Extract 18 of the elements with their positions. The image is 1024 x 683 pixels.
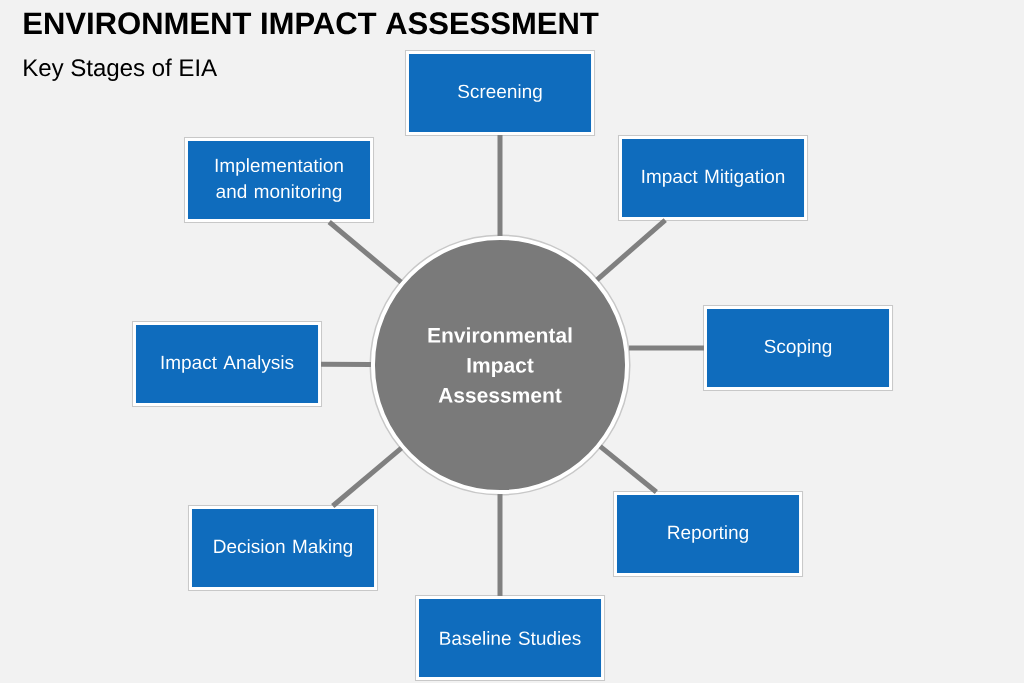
subtitle: Key Stages of EIA xyxy=(24,58,218,81)
connector-line xyxy=(595,218,667,282)
connector-line xyxy=(497,494,503,596)
stage-box: Baseline Studies xyxy=(415,595,606,681)
stage-box: Impact Mitigation xyxy=(618,135,809,221)
stage-box: Implementation and monitoring xyxy=(184,137,375,223)
stage-box: Screening xyxy=(405,50,596,136)
stage-box: Scoping xyxy=(703,305,894,391)
connector-line xyxy=(598,444,658,494)
stage-box: Impact Analysis xyxy=(132,321,323,407)
connector-line xyxy=(331,446,403,508)
stage-box: Reporting xyxy=(613,491,804,577)
title: ENVIRONMENT IMPACT ASSESSMENT xyxy=(24,12,599,35)
connector-line xyxy=(629,345,704,351)
connector-line xyxy=(497,135,503,236)
stage-box: Decision Making xyxy=(188,505,379,591)
connector-line xyxy=(321,361,371,368)
connector-line xyxy=(327,220,403,285)
